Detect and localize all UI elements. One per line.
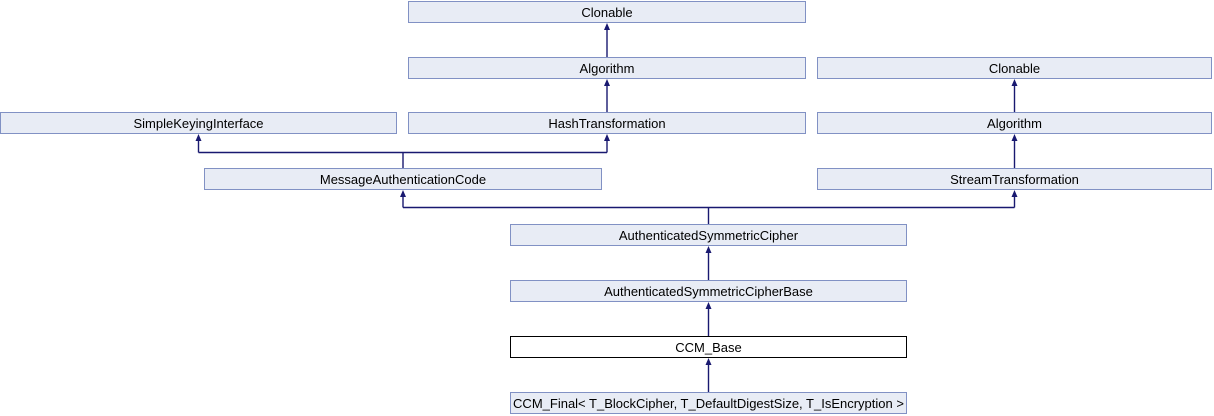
class-node-streamtransformation[interactable]: StreamTransformation (817, 168, 1212, 190)
arrowhead-icon (705, 358, 712, 365)
edge-line (402, 196, 1016, 224)
class-node-messageauthenticationcode[interactable]: MessageAuthenticationCode (204, 168, 602, 190)
class-node-clonable-2[interactable]: Clonable (817, 57, 1212, 79)
class-node-simplekeyinginterface[interactable]: SimpleKeyingInterface (0, 112, 397, 134)
edge-ccmbase-to-ascbase (705, 302, 712, 336)
edge-hashtransformation-to-algorithm (604, 79, 610, 112)
arrowhead-icon (195, 134, 202, 141)
arrowhead-icon (1011, 134, 1018, 141)
edge-streamtransformation-to-algorithm2 (1011, 134, 1018, 168)
class-node-ccmfinal[interactable]: CCM_Final< T_BlockCipher, T_DefaultDiges… (510, 392, 907, 414)
edge-mac-to-ski-and-hashtransformation (195, 134, 610, 168)
arrowhead-icon (705, 246, 712, 253)
arrowhead-icon (400, 190, 406, 197)
class-node-clonable-1[interactable]: Clonable (408, 1, 806, 23)
class-node-authenticatedsymmetriccipher[interactable]: AuthenticatedSymmetricCipher (510, 224, 907, 246)
class-node-authenticatedsymmetriccipherbase[interactable]: AuthenticatedSymmetricCipherBase (510, 280, 907, 302)
edge-algorithm2-to-clonable2 (1011, 79, 1018, 112)
edge-ascbase-to-asc (705, 246, 712, 280)
class-node-ccmbase-current: CCM_Base (510, 336, 907, 358)
arrowhead-icon (1011, 79, 1018, 86)
edge-asc-to-mac-and-streamtransformation (400, 190, 1018, 224)
arrowhead-icon (604, 23, 610, 30)
class-node-algorithm-1[interactable]: Algorithm (408, 57, 806, 79)
arrowhead-icon (604, 134, 610, 141)
arrowhead-icon (1011, 190, 1018, 197)
edge-ccmfinal-to-ccmbase (705, 358, 712, 392)
edge-line (197, 140, 608, 168)
arrowhead-icon (705, 302, 712, 309)
arrowhead-icon (604, 79, 610, 86)
class-node-algorithm-2[interactable]: Algorithm (817, 112, 1212, 134)
class-node-hashtransformation[interactable]: HashTransformation (408, 112, 806, 134)
edge-algorithm-to-clonable (604, 23, 610, 57)
